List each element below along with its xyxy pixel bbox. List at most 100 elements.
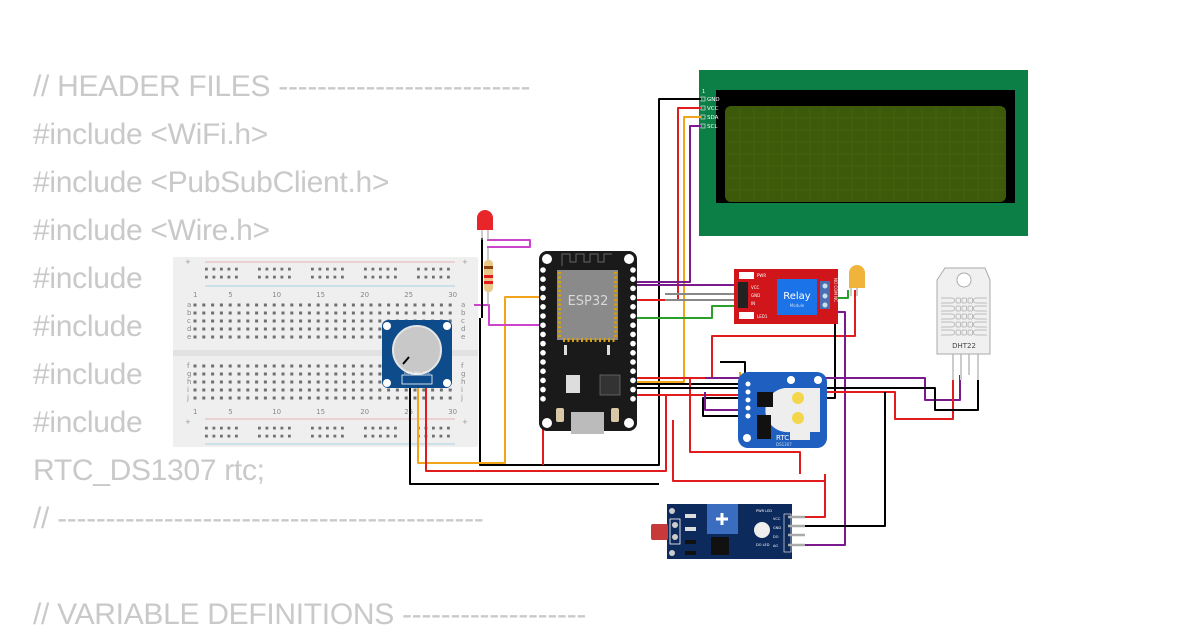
bb-row-label: i [461,386,463,394]
bb-row-label: j [460,394,463,402]
dht22-label: DHT22 [952,342,976,350]
esp32-label: ESP32 [568,294,609,309]
bb-plus: + [462,418,468,426]
wire-ldr-gnd [800,392,886,527]
bb-column-label: 5 [228,291,232,299]
esp32-pin[interactable] [630,331,636,338]
wires [409,98,979,546]
esp32-pin[interactable] [630,377,636,384]
code-line: // HEADER FILES ------------------------… [33,70,531,103]
ldr-pin-label: VCC [773,517,781,521]
esp32-pin[interactable] [630,359,636,365]
ldr-pin-label: DO [773,535,779,539]
wire-lcd-vcc [633,107,701,301]
esp32-pin[interactable] [540,368,546,375]
pot-indicator [402,356,410,365]
yellow-led[interactable] [849,265,865,296]
usb-port [571,412,604,434]
wire-lcd-sda [633,116,701,383]
lcd-display[interactable]: 1 GND VCC SDA SCL [699,70,1028,236]
relay-pin-label: IN [751,301,755,306]
relay-module[interactable]: Relay Module PWR LED1 VCC GND IN NO COM … [734,269,838,324]
esp32-pin[interactable] [540,276,546,283]
lcd-pin-label: SCL [707,124,718,130]
bb-column-label: 15 [316,291,325,299]
ldr-led-label: PWR LED [756,509,772,513]
ldr-pin-label: AO [773,544,778,548]
esp32-pin[interactable] [630,294,636,301]
esp32-pin[interactable] [630,340,636,347]
esp32-pin[interactable] [630,313,636,319]
bb-row-label: g [461,370,465,378]
bb-column-label: 15 [316,408,325,416]
esp32-pin[interactable] [540,304,546,310]
pot-pin-label: VCC [423,371,431,375]
esp32-pin[interactable] [540,285,546,292]
esp32-pin[interactable] [630,304,636,310]
esp32-pin[interactable] [540,386,546,393]
red-led[interactable] [477,210,493,240]
relay-pin-label: VCC [751,285,760,290]
esp32-pin[interactable] [630,350,636,356]
bb-row-label: d [187,325,191,333]
esp32-pin[interactable] [540,359,546,365]
wire-led-magenta [487,239,531,248]
pot-knob[interactable] [392,325,442,375]
rtc-sublabel: DS1307 [776,442,792,447]
esp32-pin[interactable] [540,331,546,338]
lcd-pin-label: GND [707,97,720,103]
potentiometer[interactable]: GND SIG VCC [382,320,452,388]
wire-ldr-vcc [689,378,801,474]
bb-row-label: c [461,317,465,325]
wire-dht-data [705,375,961,401]
relay-terminal-label: NO COM NC [833,278,838,302]
rtc-label: RTC [776,434,789,442]
wire-pot-gnd [409,383,659,485]
wire-resistor-gpio [474,304,543,326]
ldr-sensor [651,524,668,540]
esp32-pin[interactable] [630,285,636,292]
bb-row-label: b [187,309,192,317]
esp32-pin[interactable] [630,267,636,273]
esp32-pin[interactable] [540,377,546,384]
wire-led-yellow [633,290,856,379]
esp32-pin[interactable] [630,386,636,393]
resistor[interactable] [484,247,493,305]
bb-row-label: e [461,333,465,341]
esp32-pin[interactable] [540,267,546,273]
esp32-pin[interactable] [630,322,636,329]
esp32-board[interactable]: ESP32 [539,251,637,434]
esp32-pin[interactable] [540,313,546,319]
bb-row-label: h [461,378,465,386]
code-line: #include [33,310,143,343]
esp32-pin[interactable] [630,368,636,375]
code-line: #include <Wire.h> [33,214,270,247]
rtc-module[interactable]: RTC DS1307 [738,372,827,448]
wire-lcd-scl [633,125,701,283]
dht22-sensor[interactable]: DHT22 [936,267,991,380]
bb-row-label: i [187,386,189,394]
relay-sublabel: Module [790,303,805,308]
code-line: // VARIABLE DEFINITIONS ----------------… [33,598,587,631]
antenna-icon [561,253,612,266]
bb-row-label: j [186,394,189,402]
esp32-pin[interactable] [630,276,636,283]
esp32-pin[interactable] [630,396,636,402]
ldr-led-label: DO LED [756,543,770,547]
relay-pin-label: GND [751,293,760,298]
lcd-pin1-marker: 1 [702,89,705,95]
esp32-pin[interactable] [540,322,546,329]
ldr-module[interactable]: PWR LED DO LED VCC GND DO AO [651,504,805,559]
wire-lcd-gnd [479,98,701,466]
code-line: // -------------------------------------… [33,502,484,535]
bb-plus: + [185,418,191,426]
wire-relay-2 [633,305,748,319]
bb-column-label: 5 [228,408,232,416]
bb-column-label: 20 [360,291,369,299]
esp32-pin[interactable] [540,396,546,402]
esp32-pin[interactable] [540,340,546,347]
esp32-pin[interactable] [540,350,546,356]
bb-column-label: 10 [272,291,281,299]
esp32-pin[interactable] [540,294,546,301]
